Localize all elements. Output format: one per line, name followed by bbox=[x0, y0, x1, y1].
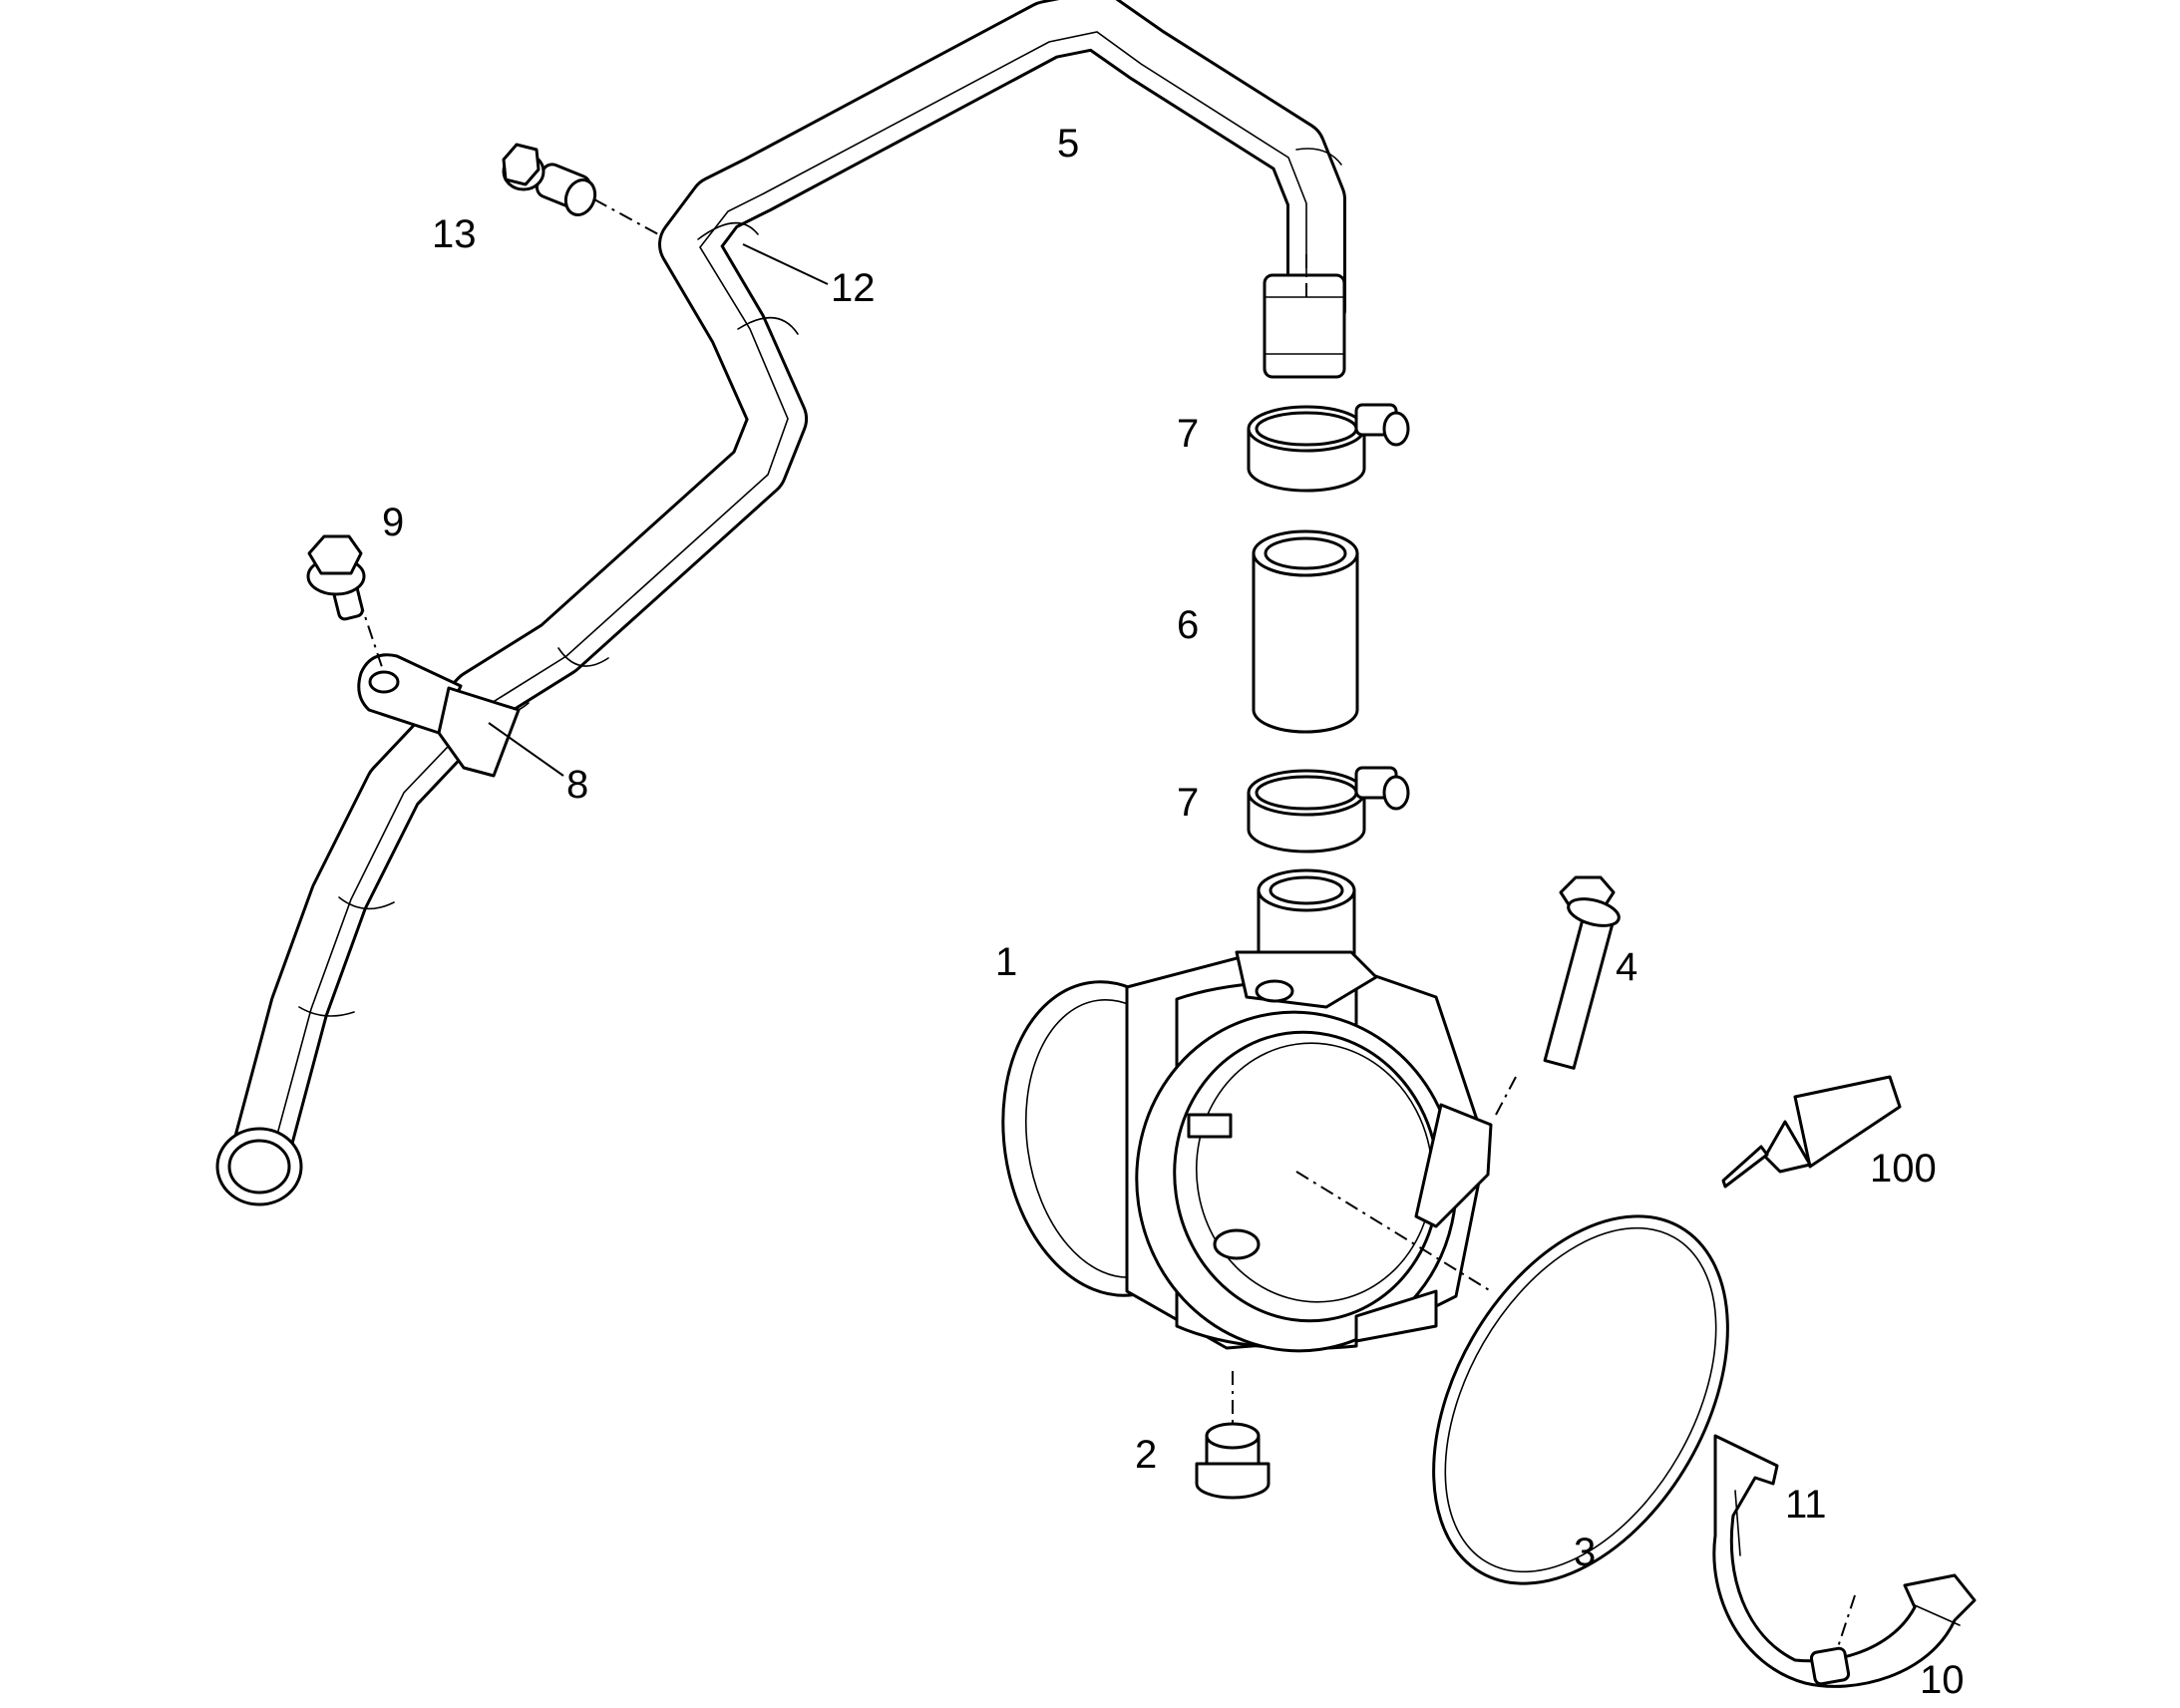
hose-clamp-7-upper bbox=[1247, 403, 1410, 493]
nut-10 bbox=[1809, 1646, 1851, 1686]
label-2: 2 bbox=[1135, 1433, 1157, 1477]
label-8: 8 bbox=[566, 763, 588, 807]
label-7-lower: 7 bbox=[1177, 781, 1199, 825]
leader-lines bbox=[488, 243, 829, 777]
drain-plug-2 bbox=[1195, 1422, 1271, 1500]
assembly-lines bbox=[358, 198, 1856, 1651]
coolant-pipe bbox=[215, 0, 1346, 1206]
label-4: 4 bbox=[1616, 945, 1637, 989]
sleeve-6 bbox=[1252, 529, 1359, 734]
bracket-8 bbox=[357, 653, 521, 778]
sealant-tube-100 bbox=[1721, 1075, 1902, 1189]
label-11: 11 bbox=[1785, 1483, 1827, 1527]
label-6: 6 bbox=[1177, 603, 1199, 647]
hose-clamp-7-lower bbox=[1247, 766, 1410, 854]
label-12: 12 bbox=[831, 266, 876, 310]
bolt-13 bbox=[502, 143, 597, 216]
label-13: 13 bbox=[432, 212, 477, 256]
label-5: 5 bbox=[1057, 122, 1079, 166]
seal-ring-3 bbox=[1432, 1214, 1729, 1585]
part-labels: 1 2 3 4 5 6 7 7 8 9 10 11 12 13 100 bbox=[382, 122, 1965, 1702]
label-3: 3 bbox=[1574, 1531, 1596, 1574]
bolt-4 bbox=[1543, 875, 1621, 1070]
strap-clip-11 bbox=[1712, 1434, 1977, 1688]
label-100: 100 bbox=[1870, 1147, 1937, 1191]
label-9: 9 bbox=[382, 501, 404, 544]
label-10: 10 bbox=[1920, 1658, 1965, 1702]
label-1: 1 bbox=[995, 940, 1017, 984]
housing-1 bbox=[1001, 868, 1493, 1353]
label-7-upper: 7 bbox=[1177, 412, 1199, 456]
bolt-9 bbox=[306, 534, 366, 621]
